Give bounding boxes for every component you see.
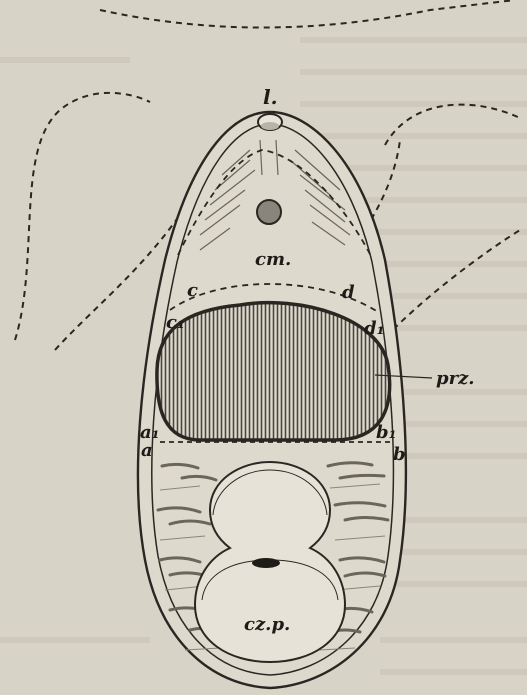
czp-nucleus [252,558,280,568]
label-prz: prz. [436,368,475,389]
label-c: c [187,280,198,301]
left-dashed-curve [15,93,150,340]
apical-knob [258,114,282,130]
label-b: b [393,444,406,465]
label-l: l. [263,85,278,109]
label-d1: d₁ [364,318,384,339]
label-cm: cm. [255,249,291,270]
label-c1: c₁ [166,312,185,333]
label-a: a [141,440,153,461]
contractile-vacuole [157,303,390,440]
top-dashed-curve [100,0,515,28]
label-czp: cz.p. [244,614,290,635]
cm-body [257,200,281,224]
label-b1: b₁ [376,422,396,443]
label-d: d [342,282,355,303]
